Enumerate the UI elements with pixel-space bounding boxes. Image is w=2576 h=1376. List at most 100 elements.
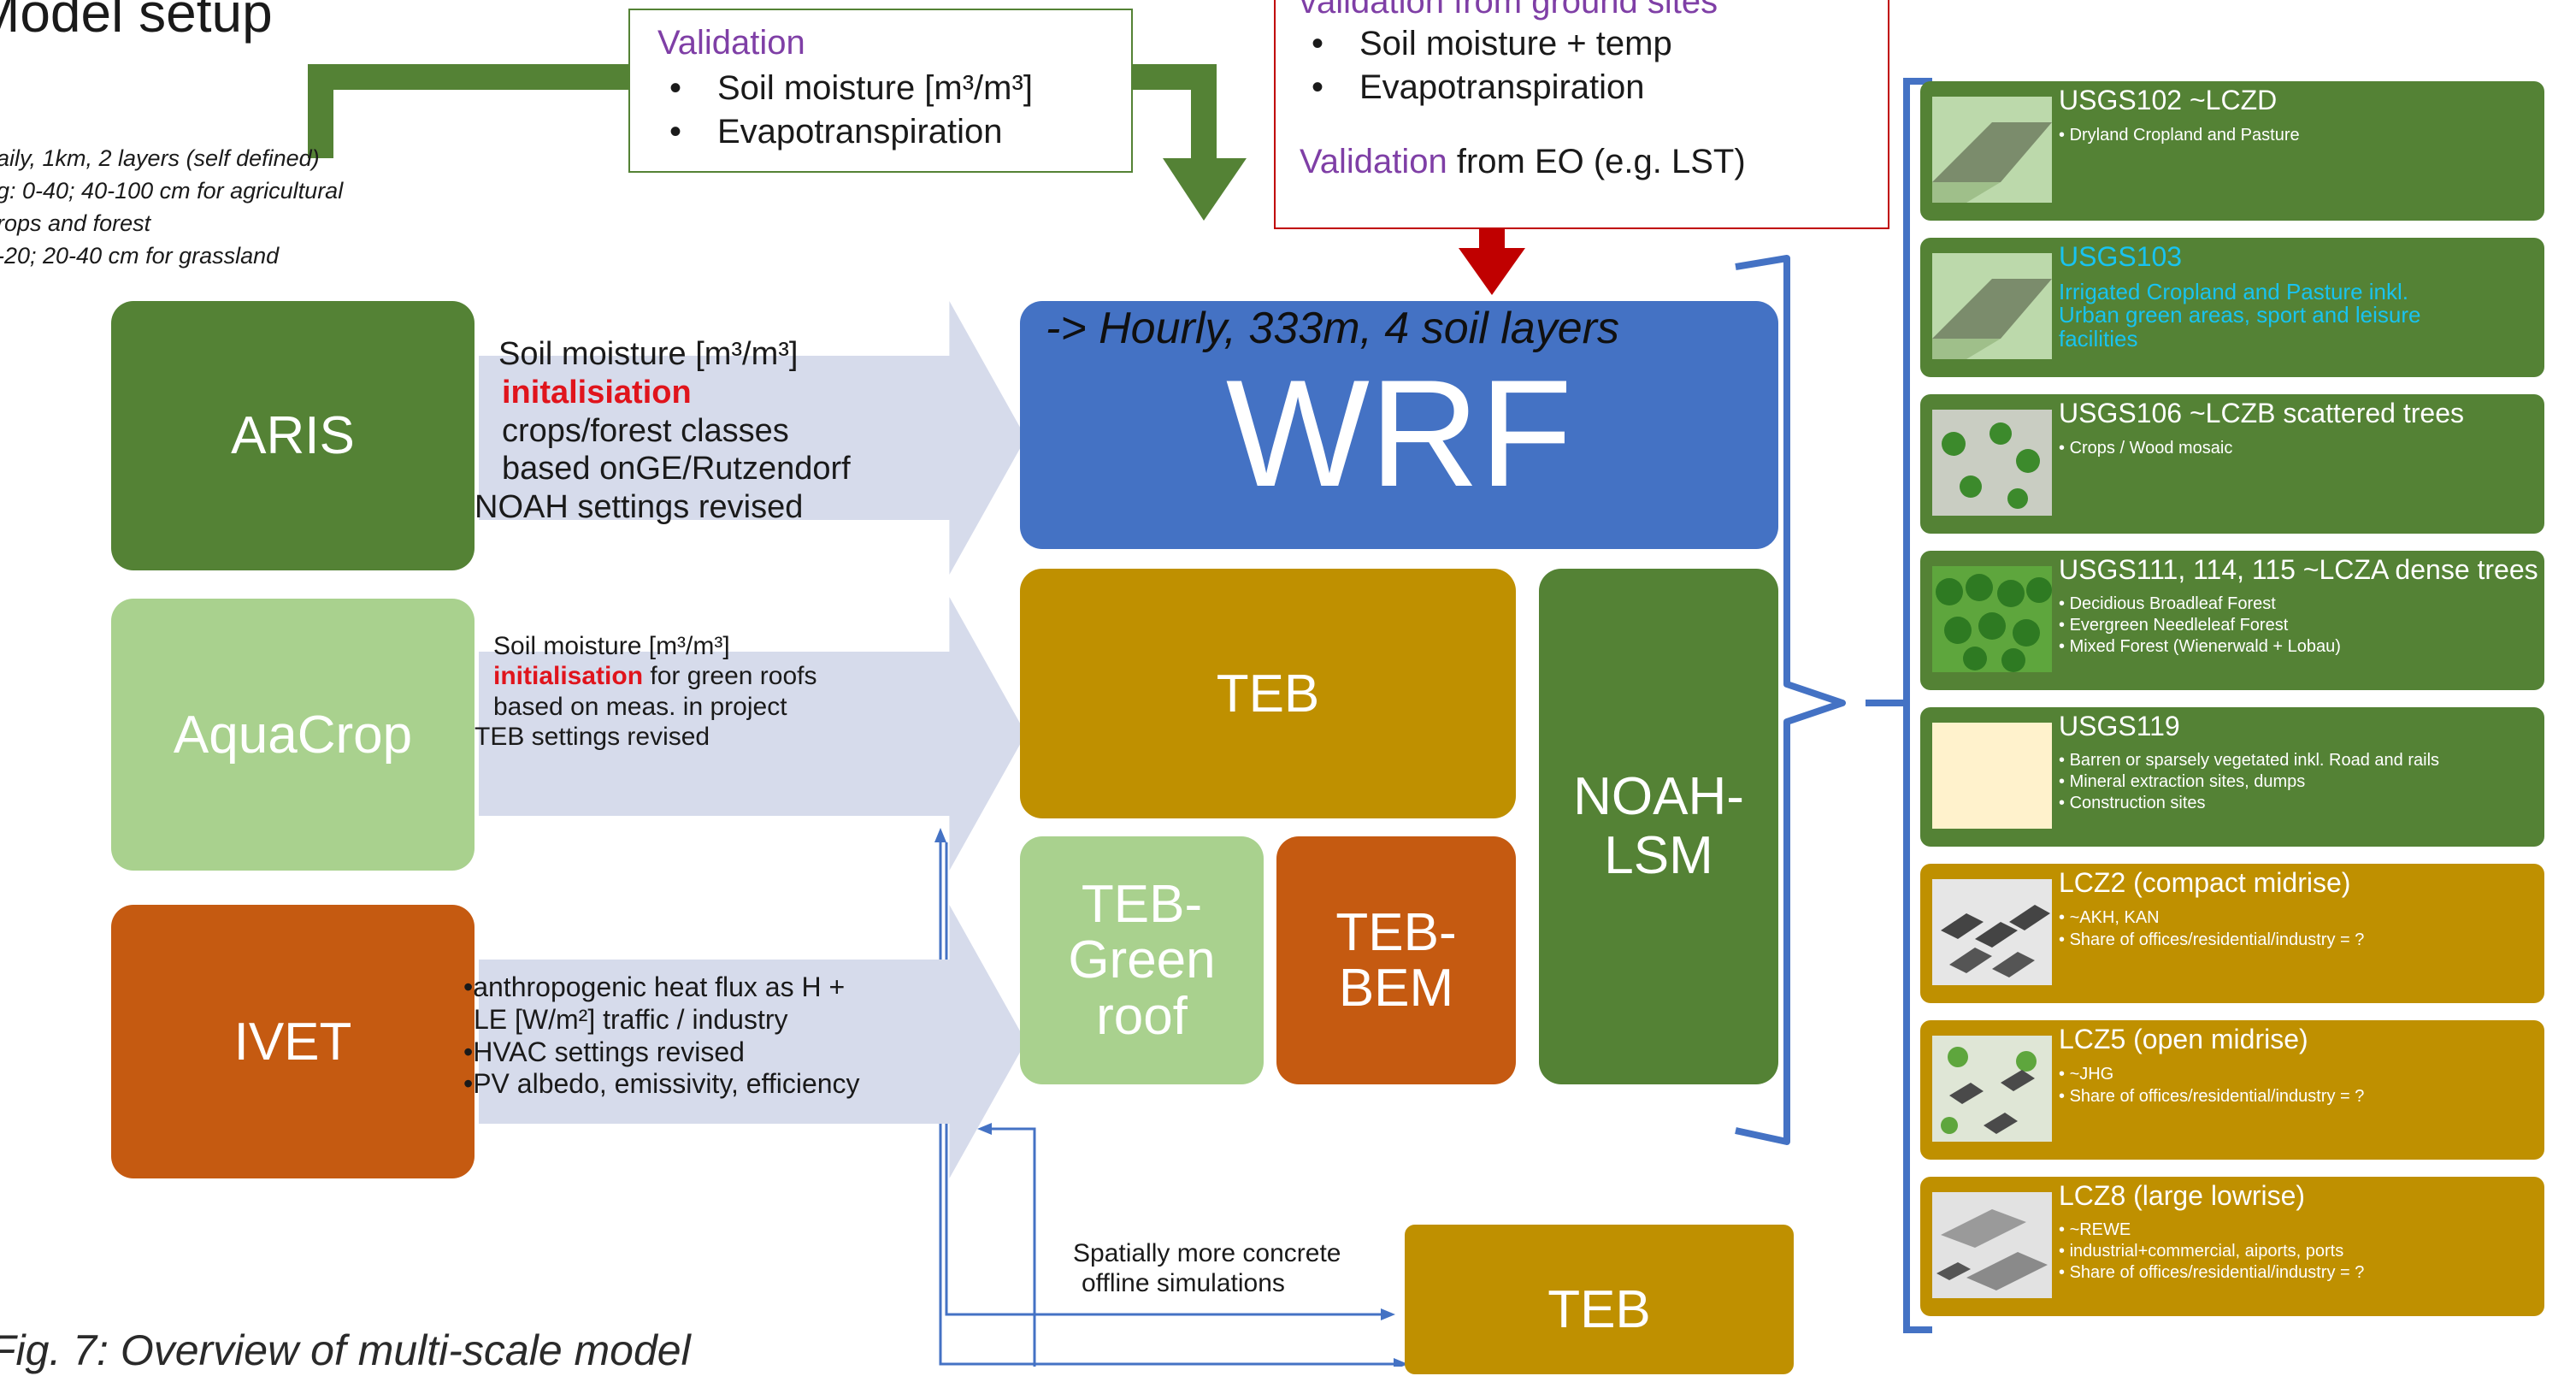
landcover-title: USGS106 ~LCZB scattered trees <box>2059 398 2464 428</box>
landcover-tile-usgs106: USGS106 ~LCZB scattered trees Crops / Wo… <box>1920 394 2544 534</box>
note-line-4: -20; 20-40 cm for grassland <box>0 242 280 269</box>
wrf-brace <box>1735 255 1846 1145</box>
landcover-item: Share of offices/residential/industry = … <box>2059 929 2365 951</box>
wrf-subtitle: -> Hourly, 333m, 4 soil layers <box>1046 304 1619 353</box>
landcover-title: LCZ5 (open midrise) <box>2059 1024 2308 1054</box>
large-lowrise-thumbnail-icon <box>1932 1192 2052 1298</box>
landcover-items: Irrigated Cropland and Pasture inkl. Urb… <box>2059 279 2421 351</box>
aris-box: ARIS <box>111 301 475 570</box>
page-title: Model setup <box>0 0 273 44</box>
teb-box: TEB <box>1020 569 1516 818</box>
landcover-item: facilities <box>2059 325 2138 351</box>
blue-arrow-left <box>977 1123 992 1135</box>
landcover-items: ~REWE industrial+commercial, aiports, po… <box>2059 1220 2365 1284</box>
validation-ground-item: Soil moisture + temp <box>1300 25 1888 63</box>
offline-note-line: offline simulations <box>1082 1269 1285 1298</box>
landcover-item: Mineral extraction sites, dumps <box>2059 771 2439 793</box>
validation-ground-item: Evapotranspiration <box>1300 68 1888 107</box>
aquacrop-line: Soil moisture [m³/m³] <box>493 632 730 660</box>
landcover-item: Evergreen Needleleaf Forest <box>2059 615 2341 636</box>
notes-block: aily, 1km, 2 layers (self defined) g: 0-… <box>0 145 343 269</box>
landcover-items: Barren or sparsely vegetated inkl. Road … <box>2059 750 2439 814</box>
validation-box-left: Validation Soil moisture [m³/m³] Evapotr… <box>628 9 1133 173</box>
landcover-title: USGS111, 114, 115 ~LCZA dense trees <box>2059 554 2538 585</box>
landcover-item: Urban green areas, sport and leisure <box>2059 302 2421 328</box>
landcover-item: industrial+commercial, aiports, ports <box>2059 1241 2364 1262</box>
blue-arrow-up <box>934 828 946 842</box>
note-line-3: rops and forest <box>0 210 151 236</box>
validation-ground-heading: validation from ground sites <box>1300 0 1718 21</box>
landcover-item: Construction sites <box>2059 793 2439 814</box>
validation-eo: Validation from EO (e.g. LST) <box>1300 143 1888 181</box>
ivet-line: •HVAC settings revised <box>463 1036 745 1067</box>
aquacrop-line: TEB settings revised <box>475 723 710 752</box>
offline-note-line: Spatially more concrete <box>1073 1239 1341 1267</box>
landcover-tile-usgs103: USGS103 Irrigated Cropland and Pasture i… <box>1920 238 2544 377</box>
landcover-tile-lcz2: LCZ2 (compact midrise) ~AKH, KAN Share o… <box>1920 864 2544 1003</box>
landcover-item: Irrigated Cropland and Pasture inkl. <box>2059 279 2409 304</box>
landcover-items: Decidious Broadleaf Forest Evergreen Nee… <box>2059 594 2341 658</box>
teb-green-roof-box: TEB- Green roof <box>1020 836 1264 1084</box>
landcover-item: Dryland Cropland and Pasture <box>2059 124 2300 146</box>
aris-init-label: initalisiation <box>502 374 692 410</box>
teb-bem-box: TEB- BEM <box>1276 836 1516 1084</box>
landcover-title: LCZ8 (large lowrise) <box>2059 1180 2306 1211</box>
aquacrop-init-rest: for green roofs <box>643 662 817 691</box>
barren-thumbnail-icon <box>1932 723 2052 829</box>
landcover-items: Crops / Wood mosaic <box>2059 437 2233 459</box>
landcover-item: Mixed Forest (Wienerwald + Lobau) <box>2059 636 2341 658</box>
landcover-tile-lcz5: LCZ5 (open midrise) ~JHG Share of office… <box>1920 1020 2544 1160</box>
red-arrow-head <box>1459 248 1525 295</box>
aris-line: based onGE/Rutzendorf <box>502 451 851 487</box>
landcover-item: ~JHG <box>2059 1063 2364 1085</box>
landcover-bracket <box>1866 78 1932 1333</box>
noah-lsm-box: NOAH- LSM <box>1539 569 1778 1084</box>
landcover-item: Share of offices/residential/industry = … <box>2059 1085 2365 1107</box>
landcover-items: ~JHG Share of offices/residential/indust… <box>2059 1063 2365 1107</box>
landcover-item: Barren or sparsely vegetated inkl. Road … <box>2059 750 2439 771</box>
blue-arrow-right-2 <box>1394 1358 1408 1367</box>
ivet-box: IVET <box>111 905 475 1178</box>
landcover-item: ~REWE <box>2059 1220 2364 1241</box>
landcover-items: ~AKH, KAN Share of offices/residential/i… <box>2059 907 2365 951</box>
offline-note: Spatially more concrete offline simulati… <box>1073 1238 1341 1299</box>
aris-details: Soil moisture [m³/m³] initalisiation cro… <box>475 335 851 527</box>
note-line-1: aily, 1km, 2 layers (self defined) <box>0 145 320 171</box>
landcover-item: Share of offices/residential/industry = … <box>2059 1262 2365 1284</box>
ivet-details: •anthropogenic heat flux as H + LE [W/m²… <box>463 971 860 1101</box>
note-line-2: g: 0-40; 40-100 cm for agricultural <box>0 177 344 204</box>
aquacrop-line: initialisation for green roofs <box>475 661 816 691</box>
ivet-line: •PV albedo, emissivity, efficiency <box>463 1068 860 1100</box>
validation-box-right: validation from ground sites Soil moistu… <box>1274 0 1889 229</box>
open-midrise-thumbnail-icon <box>1932 1036 2052 1142</box>
landcover-item: Crops / Wood mosaic <box>2059 437 2233 459</box>
ivet-line: LE [W/m²] traffic / industry <box>474 1003 788 1035</box>
blue-arrow-right-1 <box>1381 1308 1395 1320</box>
landcover-tile-usgs119: USGS119 Barren or sparsely vegetated ink… <box>1920 707 2544 847</box>
landcover-title: USGS103 <box>2059 241 2183 272</box>
dense-trees-thumbnail-icon <box>1932 566 2052 672</box>
landcover-item: Decidious Broadleaf Forest <box>2059 594 2341 615</box>
aquacrop-details: Soil moisture [m³/m³] initialisation for… <box>475 631 816 753</box>
wrf-title: WRF <box>1225 348 1573 518</box>
ivet-line: •anthropogenic heat flux as H + <box>463 971 846 1002</box>
irrigated-thumbnail-icon <box>1932 253 2052 359</box>
aris-line: NOAH settings revised <box>475 489 804 526</box>
teb-offline-label: TEB <box>1547 1280 1651 1339</box>
validation-item: Soil moisture [m³/m³] <box>657 69 1131 108</box>
teb-offline-box: TEB <box>1405 1225 1794 1374</box>
landcover-title: USGS102 ~LCZD <box>2059 85 2278 115</box>
aquacrop-line: based on meas. in project <box>493 692 787 721</box>
aris-line: Soil moisture [m³/m³] <box>498 336 799 372</box>
scattered-trees-thumbnail-icon <box>1932 410 2052 516</box>
landcover-title: LCZ2 (compact midrise) <box>2059 867 2351 898</box>
landcover-item: ~AKH, KAN <box>2059 907 2364 929</box>
landcover-tile-usgs111: USGS111, 114, 115 ~LCZA dense trees Deci… <box>1920 551 2544 690</box>
dryland-thumbnail-icon <box>1932 97 2052 203</box>
landcover-tile-lcz8: LCZ8 (large lowrise) ~REWE industrial+co… <box>1920 1177 2544 1316</box>
validation-heading: Validation <box>657 24 805 62</box>
validation-item: Evapotranspiration <box>657 113 1131 151</box>
green-arrow-head <box>1163 158 1247 221</box>
aquacrop-box: AquaCrop <box>111 599 475 871</box>
aris-line: crops/forest classes <box>502 412 789 449</box>
